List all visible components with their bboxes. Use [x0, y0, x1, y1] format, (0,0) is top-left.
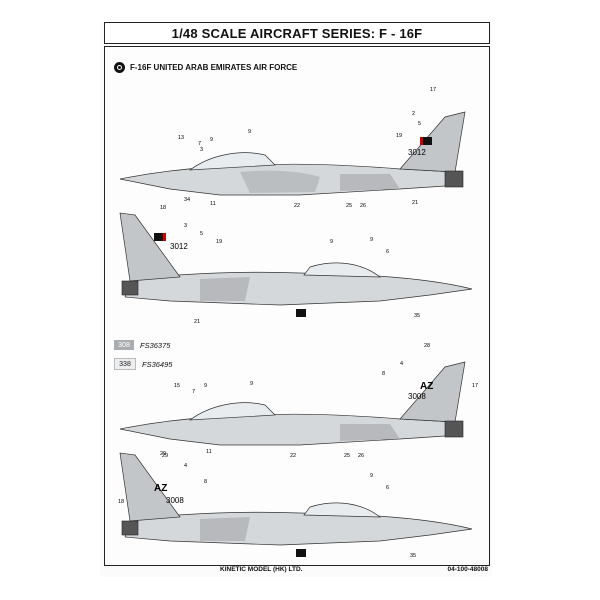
aircraft-view-2: 3012 18 3 5 19 9 9 6 28 35 21 — [119, 205, 473, 327]
callout-label: 28 — [298, 321, 304, 327]
legend-label: FS36375 — [140, 340, 171, 350]
footer-code: 04-100-48008 — [447, 566, 488, 573]
callout-label: 2 — [412, 111, 415, 117]
callout-label: 28 — [424, 343, 430, 349]
legend-item: 338 FS36495 — [114, 358, 172, 370]
subtitle-text: F-16F UNITED ARAB EMIRATES AIR FORCE — [130, 63, 298, 72]
callout-label: 17 — [472, 383, 478, 389]
callout-label: 5 — [418, 121, 421, 127]
callout-label: 6 — [386, 485, 389, 491]
callout-label: 34 — [184, 197, 190, 203]
callout-label: 25 — [346, 203, 352, 207]
swatch-light: 338 — [114, 358, 136, 370]
callout-label: 7 — [192, 389, 195, 395]
aircraft-1-serial: 3012 — [408, 148, 426, 157]
aircraft-4-tail-code: AZ — [154, 483, 167, 494]
instruction-sheet: 1/48 SCALE AIRCRAFT SERIES: F - 16F F-16… — [100, 22, 492, 577]
sheet-title: 1/48 SCALE AIRCRAFT SERIES: F - 16F — [104, 22, 490, 44]
callout-label: 5 — [200, 231, 203, 237]
callout-label: 22 — [290, 453, 296, 457]
callout-label: 11 — [210, 201, 216, 207]
callout-label: 9 — [210, 137, 213, 143]
callout-label: 7 — [198, 141, 201, 147]
aircraft-4-silhouette — [119, 452, 473, 557]
callout-label: 22 — [294, 203, 300, 207]
callout-label: 9 — [204, 383, 207, 389]
footer-company: KINETIC MODEL (HK) LTD. — [220, 566, 303, 573]
callout-label: 35 — [414, 313, 420, 319]
aircraft-view-4: AZ 3008 29 4 8 18 9 6 35 28 — [118, 452, 473, 567]
callout-label: 26 — [358, 453, 364, 457]
aircraft-view-1: 3012 17 2 5 19 13 7 9 9 3 34 11 22 25 26… — [119, 87, 466, 207]
uae-flag-icon — [420, 137, 432, 145]
aircraft-view-3: AZ 3008 28 4 8 17 15 7 9 9 29 11 22 25 2… — [119, 343, 478, 457]
callout-label: 4 — [184, 463, 187, 469]
roundel-icon — [114, 62, 125, 73]
callout-label: 3 — [200, 147, 203, 153]
callout-label: 15 — [174, 383, 180, 389]
callout-label: 21 — [412, 200, 418, 206]
aircraft-4-serial: 3008 — [166, 496, 184, 505]
aircraft-3-tail-code: AZ — [420, 381, 433, 392]
callout-label: 9 — [330, 239, 333, 245]
callout-label: 19 — [396, 133, 402, 139]
callout-label: 29 — [160, 451, 166, 457]
aircraft-2-serial: 3012 — [170, 242, 188, 251]
callout-label: 29 — [162, 453, 168, 459]
callout-label: 21 — [194, 319, 200, 325]
callout-label: 25 — [344, 453, 350, 457]
callout-label: 19 — [216, 239, 222, 245]
callout-label: 11 — [206, 449, 212, 455]
callout-label: 26 — [360, 203, 366, 207]
callout-label: 9 — [370, 237, 373, 243]
marking-frame — [104, 46, 490, 566]
callout-label: 13 — [178, 135, 184, 141]
swatch-dark: 308 — [114, 340, 134, 350]
callout-label: 17 — [430, 87, 436, 93]
callout-label: 9 — [250, 381, 253, 387]
aircraft-1-silhouette — [119, 111, 466, 196]
callout-label: 18 — [160, 205, 166, 211]
sheet-title-text: 1/48 SCALE AIRCRAFT SERIES: F - 16F — [171, 25, 423, 41]
callout-label: 9 — [370, 473, 373, 479]
callout-label: 18 — [118, 499, 124, 505]
subtitle: F-16F UNITED ARAB EMIRATES AIR FORCE — [114, 62, 297, 73]
aircraft-3-serial: 3008 — [408, 392, 426, 401]
callout-label: 35 — [410, 553, 416, 559]
callout-label: 4 — [400, 361, 403, 367]
callout-label: 9 — [248, 129, 251, 135]
callout-label: 8 — [204, 479, 207, 485]
legend-item: 308 FS36375 — [114, 340, 170, 350]
callout-label: 8 — [382, 371, 385, 377]
callout-label: 6 — [386, 249, 389, 255]
aircraft-3-silhouette — [119, 361, 466, 446]
aircraft-2-silhouette — [119, 212, 473, 317]
callout-label: 28 — [298, 561, 304, 567]
callout-label: 3 — [184, 223, 187, 229]
legend-label: FS36495 — [142, 359, 173, 369]
